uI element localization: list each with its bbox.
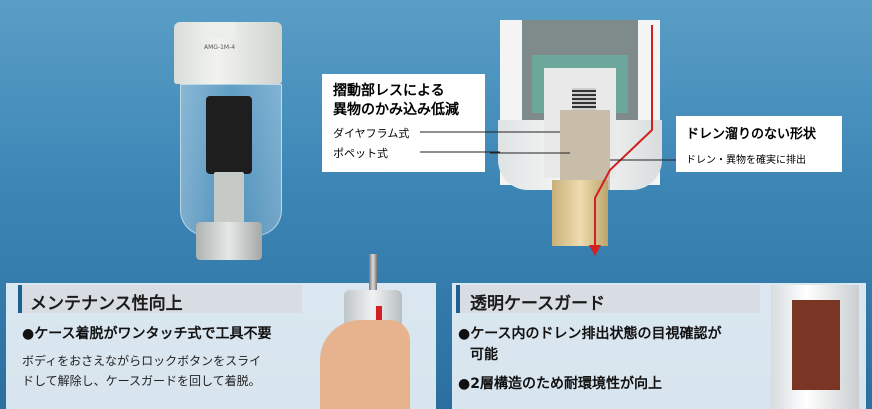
filter-knob <box>206 22 236 38</box>
drain-flow-line <box>594 25 653 245</box>
filter-drain-nut <box>196 222 262 260</box>
panel-maintenance-desc-1: ボディをおさえながらロックボタンをスライ <box>22 354 262 368</box>
drain-flow-arrow <box>589 245 601 256</box>
filter-stem <box>214 172 244 230</box>
callout-right-sub: ドレン・異物を確実に排出 <box>686 155 806 166</box>
panel-maintenance-desc-2: ドして解除し、ケースガードを回して着脱。 <box>22 374 261 388</box>
callout-right-heading: ドレン溜りのない形状 <box>686 127 817 142</box>
hand-rod <box>369 254 377 294</box>
panel-guard-bullet-2: ●2層構造のため耐環境性が向上 <box>458 376 662 392</box>
callout-box-right <box>676 116 842 172</box>
section-spring <box>572 88 596 112</box>
hand-illustration <box>320 320 410 409</box>
panel-guard-bullet-1-cont: 可能 <box>470 347 498 363</box>
panel-maintenance-bullet: ●ケース着脱がワンタッチ式で工具不要 <box>22 326 272 342</box>
callout-box-left <box>322 74 485 172</box>
lock-arrow-icon <box>376 306 382 320</box>
panel-maintenance-title: メンテナンス性向上 <box>30 294 183 314</box>
panel-guard-header <box>456 285 760 313</box>
cap-label: AMG-1M-4 <box>204 44 236 51</box>
guard-element-image <box>792 300 840 390</box>
section-poppet <box>560 110 610 190</box>
callout-left-lines <box>420 131 500 153</box>
callout-left-heading-1: 摺動部レスによる <box>333 83 445 99</box>
filter-element <box>206 96 252 174</box>
panel-maintenance-header <box>18 285 302 313</box>
panel-guard-title: 透明ケースガード <box>470 294 606 314</box>
callout-left-item-1: ダイヤフラム式 <box>333 127 410 140</box>
callout-left-item-2: ポペット式 <box>333 147 388 160</box>
drain-flow-svg <box>490 25 676 256</box>
callout-left-heading-2: 異物のかみ込み低減 <box>333 102 459 118</box>
panel-guard-bullet-1: ●ケース内のドレン排出状態の目視確認が <box>458 326 722 342</box>
